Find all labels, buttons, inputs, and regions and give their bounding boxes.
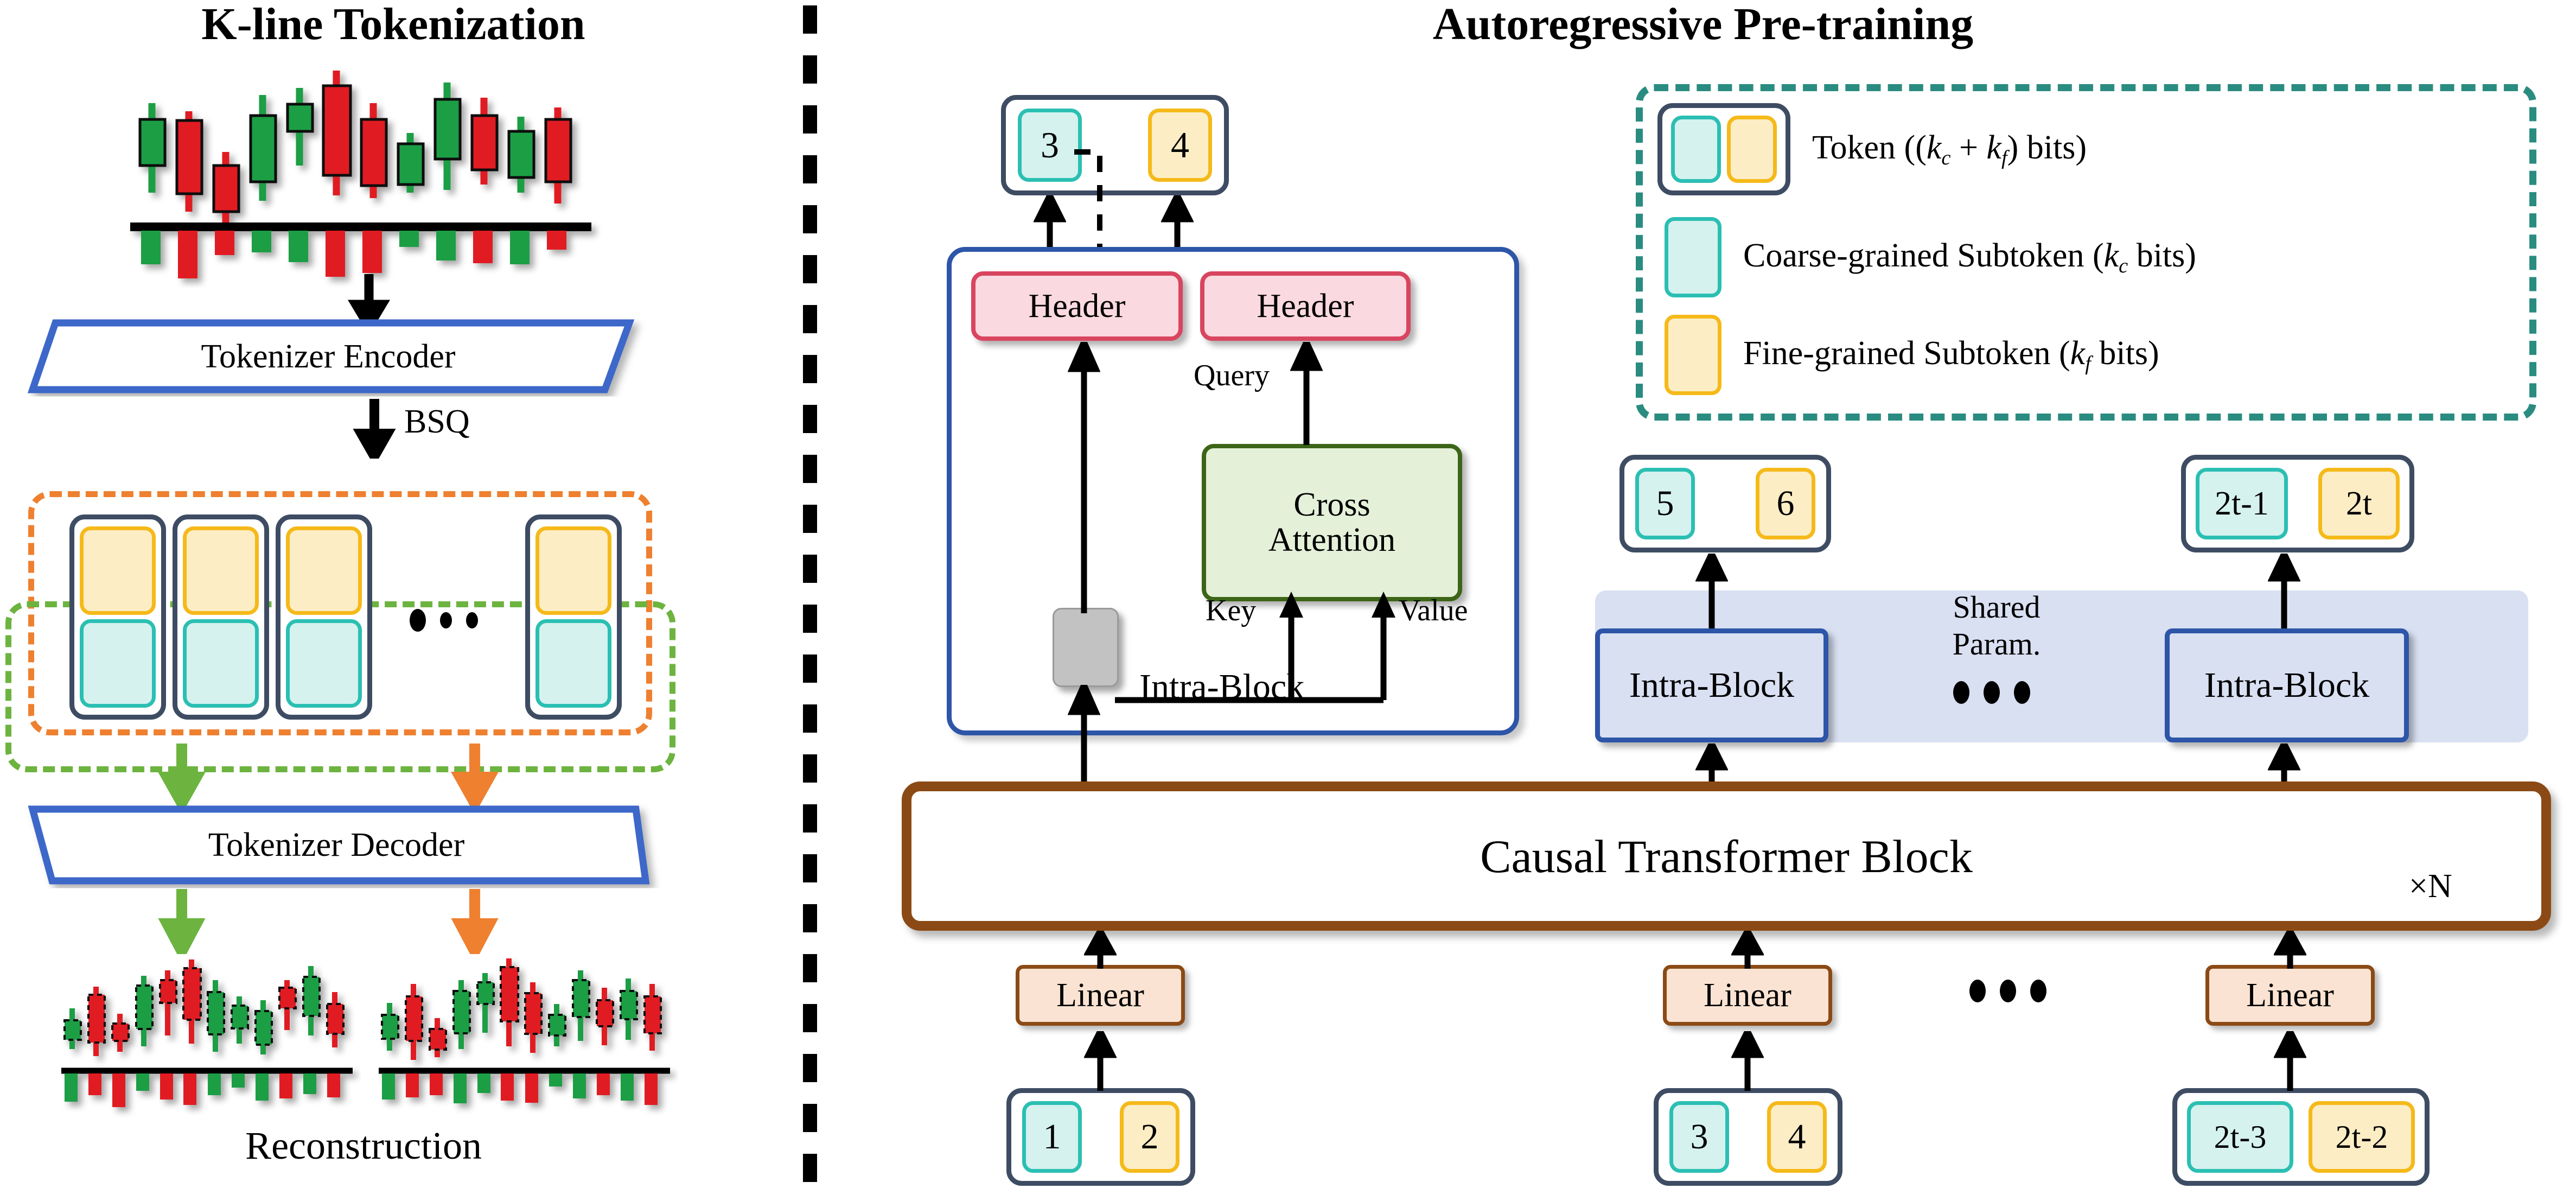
tokenizer-encoder-label: Tokenizer Encoder (201, 338, 456, 375)
linear-box-1[interactable]: Linear (1016, 965, 1185, 1026)
intra-block-t[interactable]: Intra-Block (2165, 628, 2409, 742)
shared-param-label: Shared Param. (1856, 589, 2138, 663)
arrow-decoder-to-recon-right (450, 889, 499, 963)
arrow-intrablockt-to-token (2267, 547, 2301, 632)
arrow-xattn-to-header (1290, 334, 1323, 445)
bsq-token-1-fine (80, 526, 156, 615)
legend-coarse-swatch (1665, 217, 1721, 297)
output-token-2-coarse: 5 (1635, 468, 1695, 539)
legend-box (1636, 84, 2536, 421)
value-label: Value (1399, 594, 1468, 627)
legend-fine-swatch (1665, 315, 1721, 395)
causal-transformer-block-label: Causal Transformer Block (1480, 830, 1973, 882)
cross-attention-line1: Cross (1293, 486, 1370, 523)
shared-param-line1: Shared (1953, 589, 2041, 625)
input-token-group-1[interactable]: 1 2 (1006, 1088, 1195, 1186)
transformer-repeat-label: ×N (2409, 868, 2452, 905)
bsq-token-n[interactable] (525, 514, 622, 720)
tokenizer-decoder[interactable]: Tokenizer Decoder (22, 805, 651, 885)
input-token-1-coarse: 1 (1022, 1101, 1082, 1173)
shared-param-line2: Param. (1952, 626, 2041, 662)
input-token-2-fine: 4 (1767, 1101, 1827, 1173)
bsq-token-1[interactable] (69, 514, 166, 720)
arrow-linear2-to-transformer (1730, 924, 1765, 969)
legend-token-swatch (1657, 103, 1790, 195)
arrow-intrablock2-to-token (1695, 547, 1729, 632)
output-token-fine: 4 (1148, 109, 1212, 182)
header-box-left[interactable]: Header (971, 271, 1183, 341)
bsq-token-n-coarse (535, 619, 611, 708)
input-token-1-fine: 2 (1120, 1101, 1179, 1173)
key-value-branch (1112, 592, 1443, 708)
arrow-linear3-to-transformer (2273, 924, 2307, 969)
tokenizer-decoder-label: Tokenizer Decoder (208, 827, 465, 863)
intra-block-detail-label: Intra-Block (1139, 667, 1305, 707)
bsq-token-ellipsis (410, 609, 478, 632)
legend-token-coarse-swatch (1671, 116, 1721, 183)
legend-token-fine-swatch (1727, 116, 1777, 183)
reconstruction-chart-right (374, 954, 678, 1128)
legend-coarse-label: Coarse-grained Subtoken (kc bits) (1743, 237, 2196, 277)
output-token-2-fine: 6 (1756, 468, 1815, 539)
reconstruction-chart-left (57, 954, 361, 1128)
legend-row-fine: Fine-grained Subtoken (kf bits) (1665, 315, 2159, 395)
token-region-outline (28, 491, 652, 735)
bsq-token-2-fine (183, 526, 259, 615)
tokenizer-encoder[interactable]: Tokenizer Encoder (22, 319, 635, 393)
input-token-group-2[interactable]: 3 4 (1654, 1088, 1842, 1186)
reconstruction-label: Reconstruction (245, 1124, 482, 1167)
bsq-token-1-coarse (80, 619, 156, 708)
arrow-transformer-to-state (1067, 677, 1101, 793)
input-token-t-coarse: 2t-3 (2187, 1101, 2293, 1173)
hidden-state-block (1053, 608, 1119, 687)
arrow-state-to-header-left (1067, 334, 1101, 613)
arrow-chart-to-encoder (347, 274, 391, 335)
output-token-t-fine: 2t (2318, 468, 2400, 539)
arrow-coarse-to-decoder (157, 744, 206, 815)
arrow-linear1-to-transformer (1083, 924, 1118, 969)
bsq-token-2[interactable] (173, 514, 269, 720)
bsq-token-3[interactable] (276, 514, 372, 720)
arrow-token2-to-linear (1731, 1024, 1764, 1091)
output-token-coarse: 3 (1018, 109, 1082, 182)
query-label: Query (1194, 359, 1270, 392)
intra-block-2[interactable]: Intra-Block (1595, 628, 1828, 742)
legend-row-coarse: Coarse-grained Subtoken (kc bits) (1665, 217, 2196, 297)
arrow-token1-to-linear (1083, 1024, 1117, 1091)
legend-token-label: Token ((kc + kf) bits) (1812, 129, 2087, 169)
bsq-label: BSQ (404, 403, 470, 440)
output-token-t-coarse: 2t-1 (2196, 468, 2288, 539)
linear-row-ellipsis (1969, 980, 2046, 1002)
input-token-2-coarse: 3 (1669, 1101, 1729, 1173)
bsq-token-n-fine (535, 526, 611, 615)
input-token-t-fine: 2t-2 (2309, 1101, 2415, 1173)
input-token-group-t[interactable]: 2t-3 2t-2 (2172, 1088, 2430, 1186)
shared-param-ellipsis (1953, 681, 2030, 704)
arrow-encoder-to-bsq (353, 399, 396, 467)
source-kline-chart (125, 65, 673, 288)
linear-box-2[interactable]: Linear (1663, 965, 1832, 1026)
cross-attention-box[interactable]: Cross Attention (1202, 444, 1462, 601)
causal-transformer-block[interactable]: Causal Transformer Block (902, 781, 2551, 931)
output-token-group[interactable]: 3 4 (1001, 95, 1229, 195)
bsq-token-3-coarse (286, 619, 362, 708)
right-panel-title: Autoregressive Pre-training (1432, 0, 1974, 49)
arrow-decoder-to-recon-left (157, 889, 206, 963)
bsq-token-3-fine (286, 526, 362, 615)
key-label: Key (1206, 594, 1257, 627)
header-box-right[interactable]: Header (1200, 271, 1411, 341)
legend-row-token: Token ((kc + kf) bits) (1657, 103, 2087, 195)
left-panel-title: K-line Tokenization (201, 0, 585, 49)
bsq-token-2-coarse (183, 619, 259, 708)
arrow-tokent-to-linear (2273, 1024, 2307, 1091)
output-token-group-2[interactable]: 5 6 (1619, 455, 1831, 552)
panel-divider (803, 5, 817, 1197)
output-token-group-t[interactable]: 2t-1 2t (2181, 455, 2414, 552)
cross-attention-line2: Attention (1268, 522, 1396, 558)
linear-box-3[interactable]: Linear (2205, 965, 2375, 1026)
legend-fine-label: Fine-grained Subtoken (kf bits) (1743, 335, 2159, 375)
arrow-fine-to-decoder (450, 744, 499, 815)
